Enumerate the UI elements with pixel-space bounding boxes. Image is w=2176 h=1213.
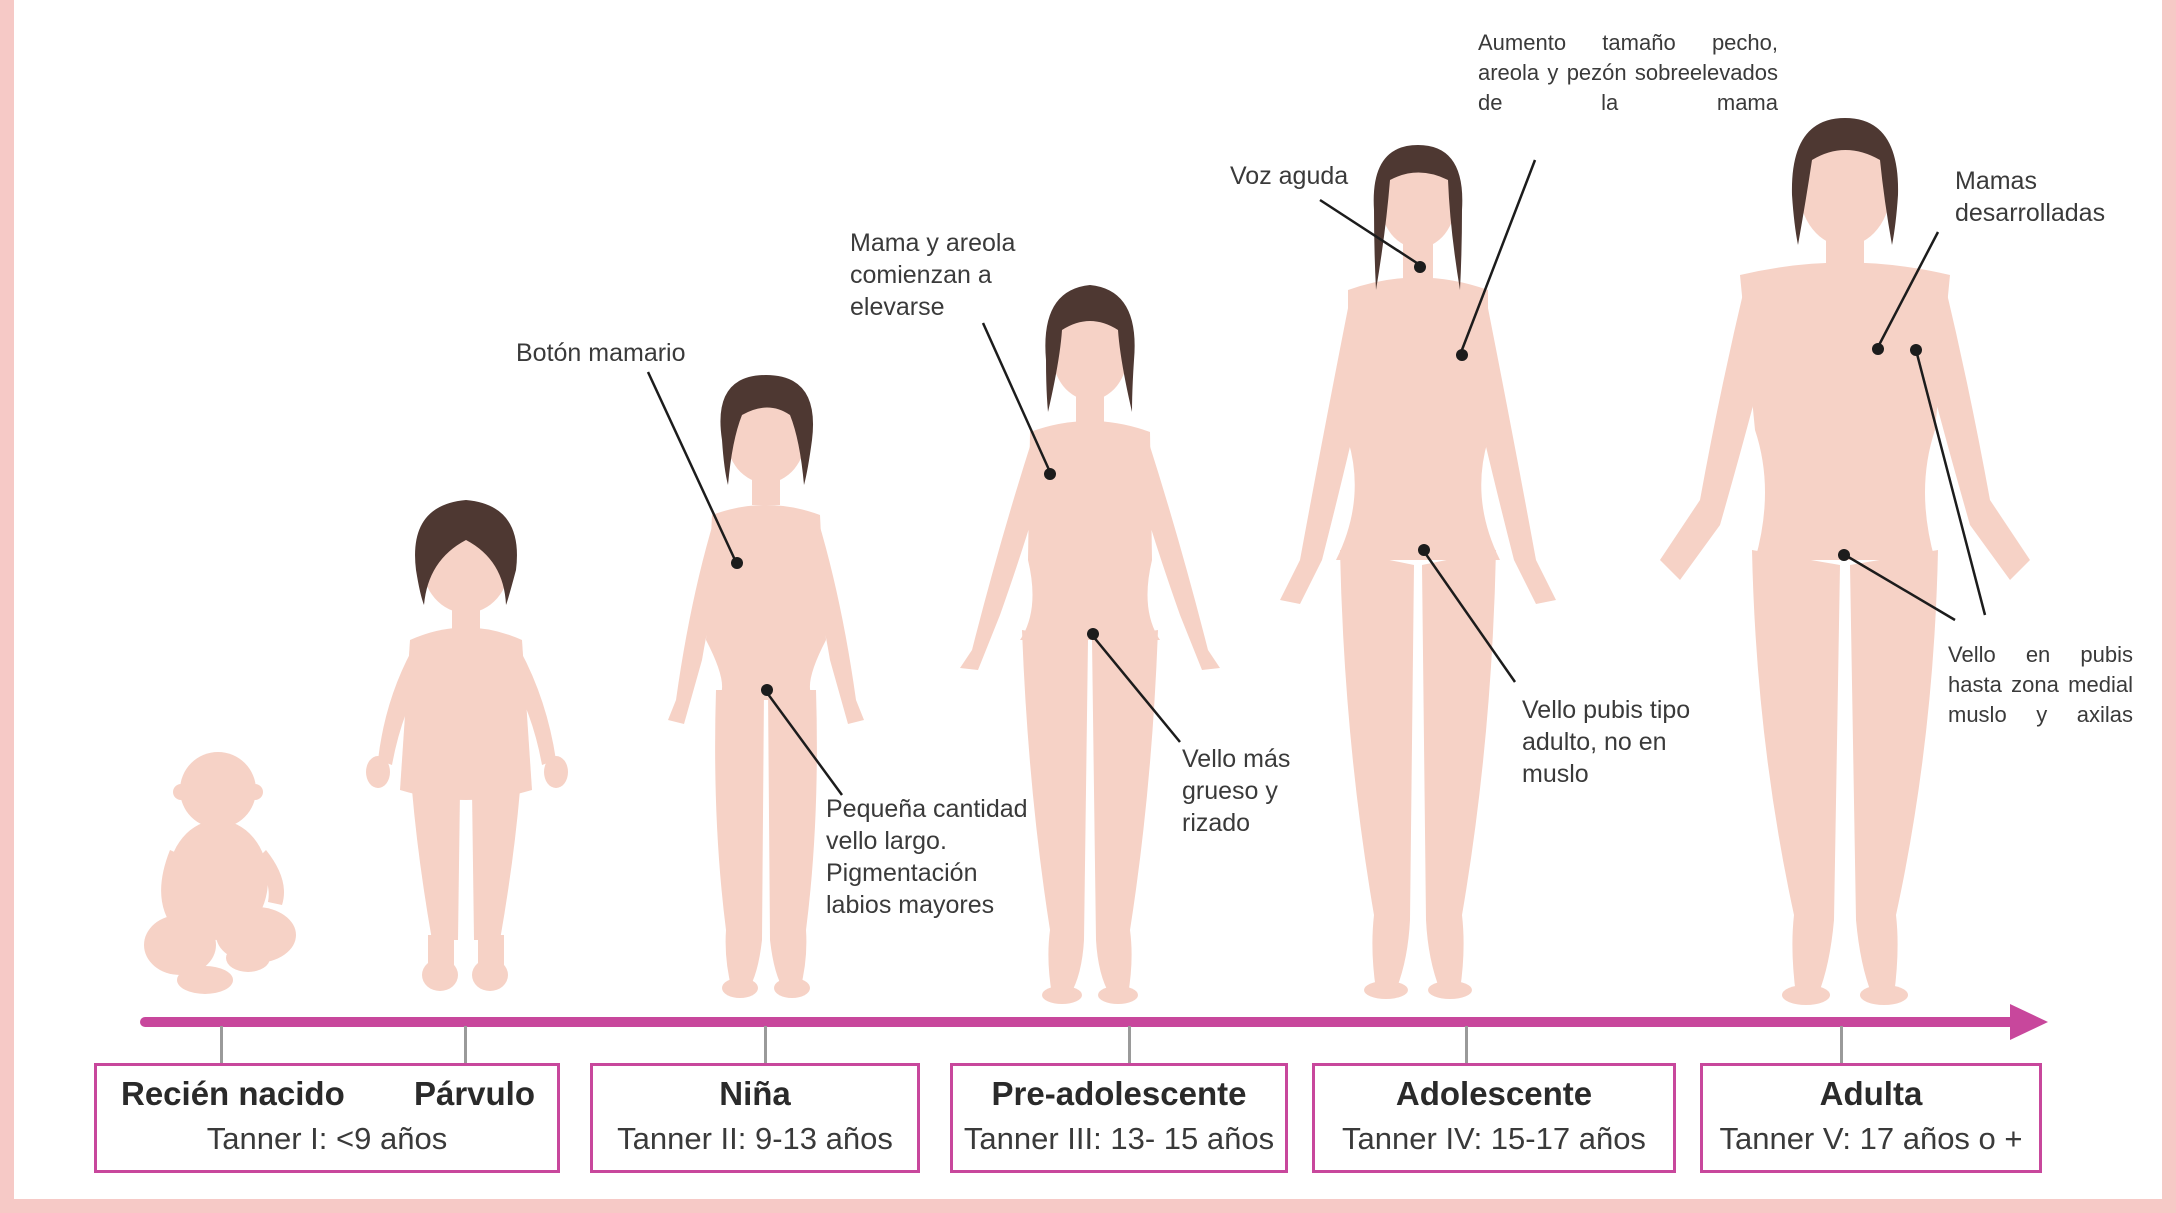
stage-subtitle: Tanner II: 9-13 años bbox=[593, 1121, 917, 1157]
timeline-tick bbox=[464, 1026, 467, 1064]
stage-title-adulta: Adulta bbox=[1703, 1075, 2039, 1113]
figure-toddler bbox=[366, 500, 568, 991]
annotation-vello-grueso: Vello más grueso y rizado bbox=[1182, 743, 1322, 839]
stage-subtitle: Tanner IV: 15-17 años bbox=[1315, 1121, 1673, 1157]
annotation-aumento: Aumento tamaño pecho, areola y pezón sob… bbox=[1478, 28, 1778, 118]
annotation-mama-areola: Mama y areola comienzan a elevarse bbox=[850, 227, 1065, 323]
timeline-tick bbox=[1128, 1026, 1131, 1064]
annotation-voz-aguda: Voz aguda bbox=[1230, 160, 1380, 192]
annotation-vello-medial: Vello en pubis hasta zona medial muslo y… bbox=[1948, 640, 2133, 730]
stage-box-tanner-3: Pre-adolescente Tanner III: 13- 15 años bbox=[950, 1063, 1288, 1173]
timeline-tick bbox=[764, 1026, 767, 1064]
stage-subtitle: Tanner V: 17 años o + bbox=[1703, 1121, 2039, 1157]
stage-box-tanner-5: Adulta Tanner V: 17 años o + bbox=[1700, 1063, 2042, 1173]
stage-subtitle: Tanner I: <9 años bbox=[97, 1121, 557, 1157]
stage-title-parvulo: Párvulo bbox=[414, 1075, 535, 1113]
stage-title-adolescente: Adolescente bbox=[1315, 1075, 1673, 1113]
annotation-boton-mamario: Botón mamario bbox=[516, 337, 756, 369]
timeline-tick bbox=[1465, 1026, 1468, 1064]
annotation-mamas-desarrolladas: Mamas desarrolladas bbox=[1955, 165, 2155, 229]
stage-title-recien-nacido: Recién nacido bbox=[121, 1075, 345, 1113]
stage-box-tanner-2: Niña Tanner II: 9-13 años bbox=[590, 1063, 920, 1173]
timeline-arrow bbox=[145, 1004, 2048, 1040]
figure-adolescent bbox=[1280, 145, 1556, 999]
figure-adult bbox=[1660, 118, 2030, 1005]
annotation-vello-adulto: Vello pubis tipo adulto, no en muslo bbox=[1522, 694, 1727, 790]
figure-newborn bbox=[144, 752, 296, 994]
stage-box-tanner-1: Recién nacido Párvulo Tanner I: <9 años bbox=[94, 1063, 560, 1173]
timeline-tick bbox=[220, 1026, 223, 1064]
stage-box-tanner-4: Adolescente Tanner IV: 15-17 años bbox=[1312, 1063, 1676, 1173]
stage-title-nina: Niña bbox=[593, 1075, 917, 1113]
annotation-pequena-cantidad: Pequeña cantidad vello largo. Pigmentaci… bbox=[826, 793, 1031, 921]
stage-subtitle: Tanner III: 13- 15 años bbox=[953, 1121, 1285, 1157]
timeline-tick bbox=[1840, 1026, 1843, 1064]
stage-title-pre-adolescente: Pre-adolescente bbox=[953, 1075, 1285, 1113]
